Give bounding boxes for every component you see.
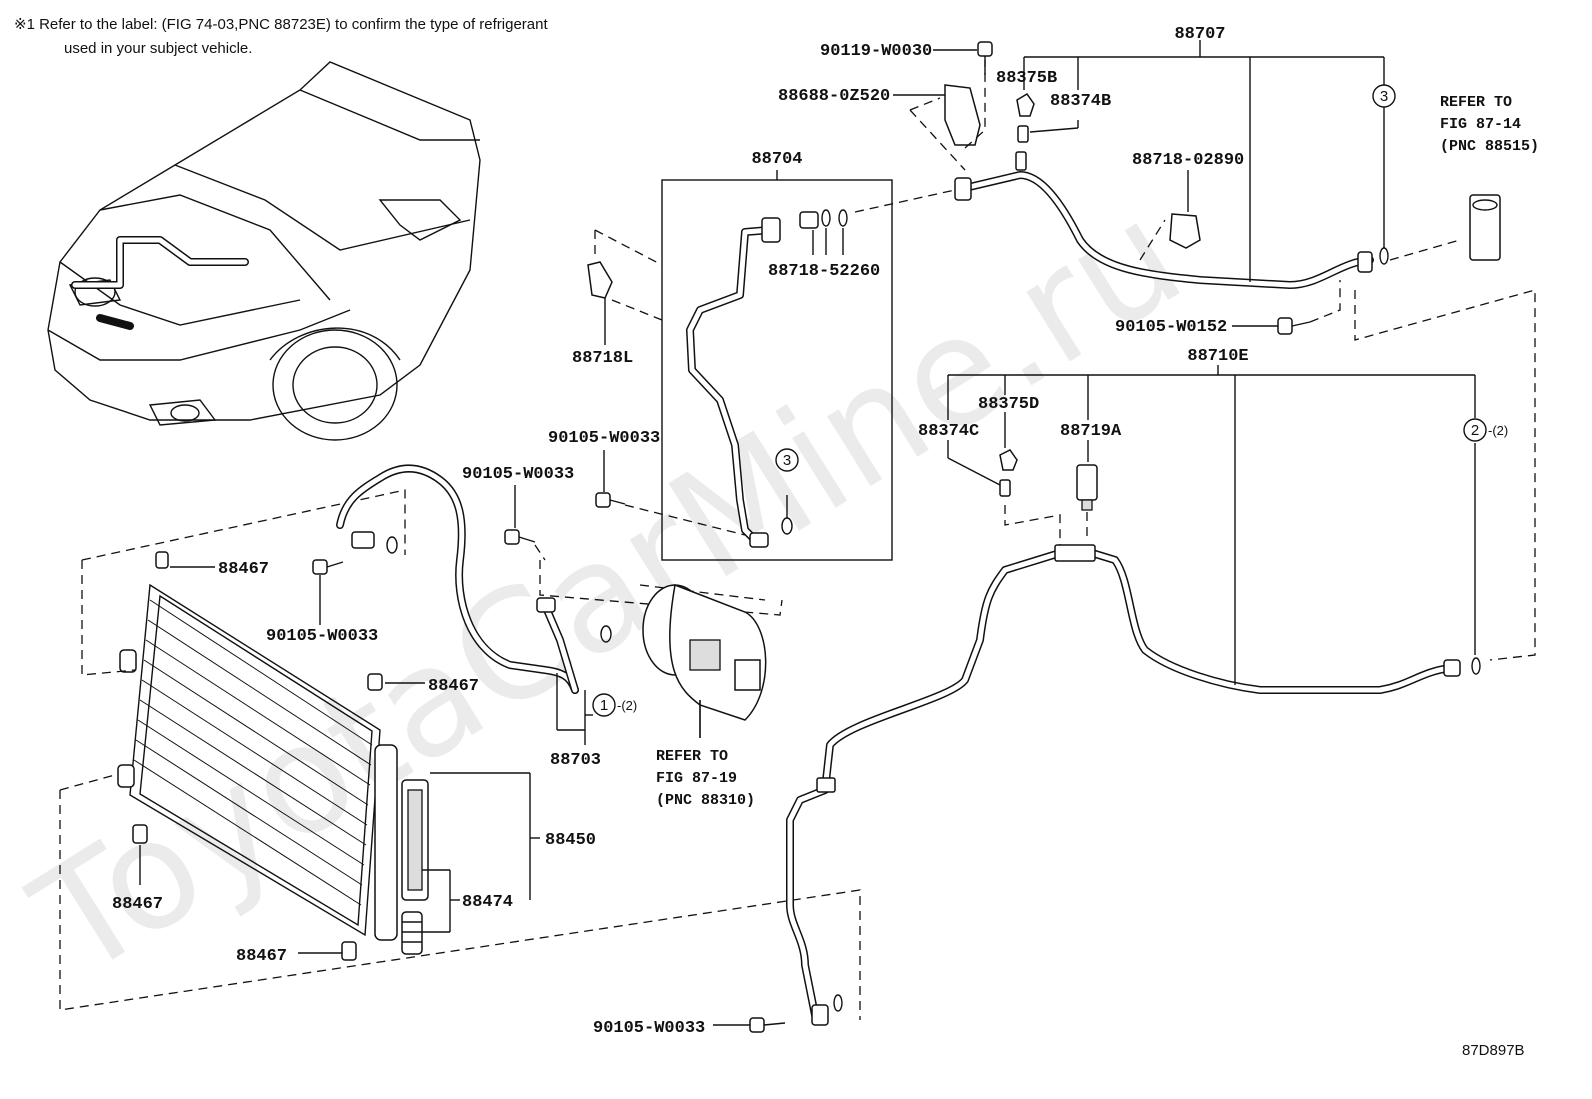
circle-ref-2: 2 <box>1471 422 1479 439</box>
label-90105-w0033-b[interactable]: 90105-W0033 <box>462 465 574 484</box>
vehicle-illustration <box>47 61 481 441</box>
label-90119-w0030[interactable]: 90119-W0030 <box>820 42 932 61</box>
label-88719a[interactable]: 88719A <box>1060 422 1122 441</box>
svg-text:FIG 87-14: FIG 87-14 <box>1440 116 1521 133</box>
condenser-assembly <box>117 583 429 955</box>
svg-text:REFER TO: REFER TO <box>656 748 728 765</box>
label-90105-w0033-d[interactable]: 90105-W0033 <box>593 1019 705 1038</box>
label-88718l[interactable]: 88718L <box>572 349 633 368</box>
refer-to-fig-87-14[interactable]: REFER TO FIG 87-14 (PNC 88515) <box>1440 94 1539 155</box>
label-88467-a[interactable]: 88467 <box>218 560 269 579</box>
svg-text:REFER TO: REFER TO <box>1440 94 1512 111</box>
label-88704[interactable]: 88704 <box>751 150 802 169</box>
compressor <box>642 583 767 738</box>
label-88703[interactable]: 88703 <box>550 751 601 770</box>
label-88450[interactable]: 88450 <box>545 831 596 850</box>
circle-ref-1-qty: -(2) <box>617 698 637 713</box>
label-90105-w0152[interactable]: 90105-W0152 <box>1115 318 1227 337</box>
label-88707[interactable]: 88707 <box>1174 25 1225 44</box>
label-88710e[interactable]: 88710E <box>1187 347 1248 366</box>
refrigerant-note-line1: ※1 Refer to the label: (FIG 74-03,PNC 88… <box>14 16 548 33</box>
svg-text:(PNC 88515): (PNC 88515) <box>1440 138 1539 155</box>
watermark: ToyotaCarMine.ru <box>6 169 1210 1011</box>
circle-ref-1: 1 <box>600 697 608 714</box>
diagram-code: 87D897B <box>1462 1042 1525 1059</box>
label-88467-d[interactable]: 88467 <box>236 947 287 966</box>
label-88688-0z520[interactable]: 88688-0Z520 <box>778 87 890 106</box>
svg-text:FIG 87-19: FIG 87-19 <box>656 770 737 787</box>
label-88467-b[interactable]: 88467 <box>428 677 479 696</box>
label-88375b[interactable]: 88375B <box>996 69 1057 88</box>
label-88374b[interactable]: 88374B <box>1050 92 1111 111</box>
refer-to-fig-87-19[interactable]: REFER TO FIG 87-19 (PNC 88310) <box>656 748 755 809</box>
refrigerant-note-line2: used in your subject vehicle. <box>64 40 253 57</box>
label-88718-02890[interactable]: 88718-02890 <box>1132 151 1244 170</box>
label-88467-c[interactable]: 88467 <box>112 895 163 914</box>
label-90105-w0033-c[interactable]: 90105-W0033 <box>266 627 378 646</box>
circle-ref-2-qty: -(2) <box>1488 423 1508 438</box>
label-90105-w0033-a[interactable]: 90105-W0033 <box>548 429 660 448</box>
label-88718-52260[interactable]: 88718-52260 <box>768 262 880 281</box>
label-88374c[interactable]: 88374C <box>918 422 979 441</box>
label-88375d[interactable]: 88375D <box>978 395 1039 414</box>
circle-ref-3-b: 3 <box>783 452 791 469</box>
circle-ref-3-a: 3 <box>1380 88 1388 105</box>
label-88474[interactable]: 88474 <box>462 893 513 912</box>
svg-text:(PNC 88310): (PNC 88310) <box>656 792 755 809</box>
